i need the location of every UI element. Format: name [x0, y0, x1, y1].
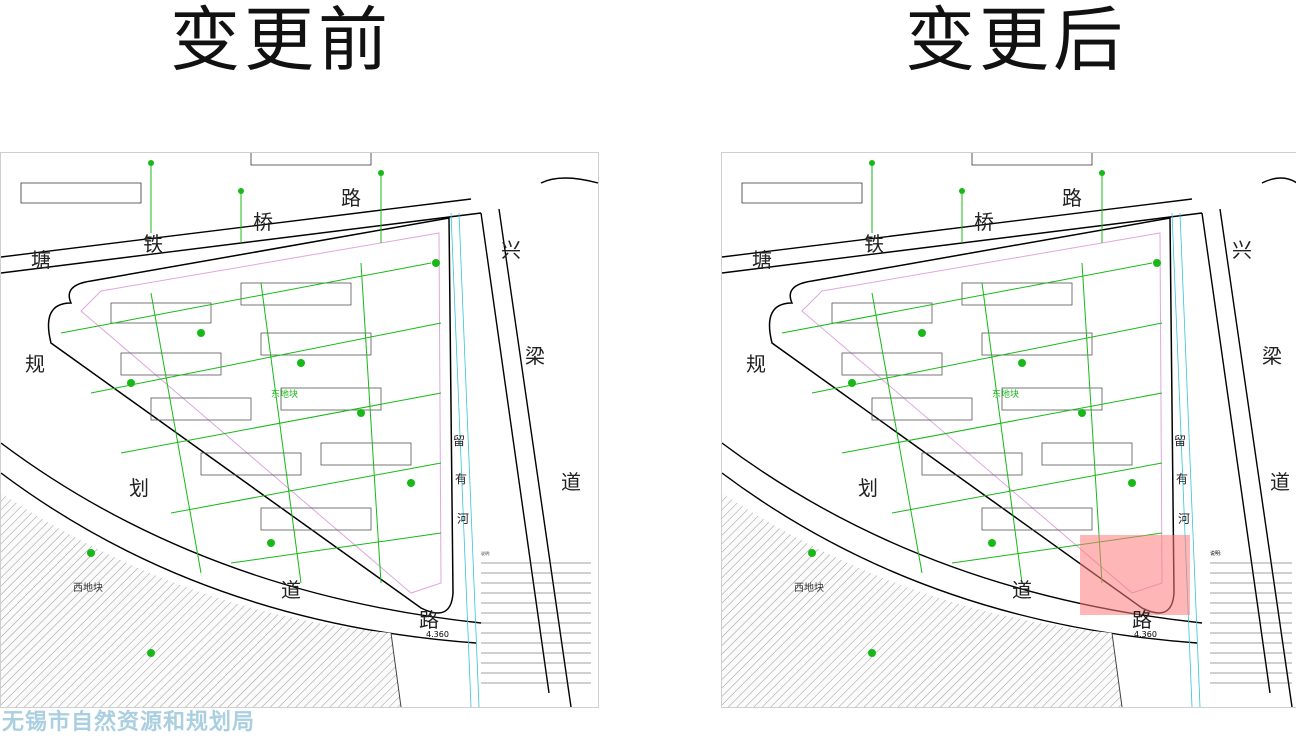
site-plan-before: 塘 铁 桥 路 兴 梁 道 规 划 道 路 留 有 河 西地块 东地块 4.36… — [0, 152, 599, 708]
road-label-6: 梁 — [525, 344, 545, 368]
road-label-7: 道 — [1270, 470, 1290, 494]
road-label-2: 铁 — [864, 232, 884, 256]
plot-label-west: 西地块 — [73, 581, 103, 594]
road-label-9: 划 — [129, 476, 149, 500]
road-label-3: 桥 — [253, 210, 273, 234]
road-label-14: 河 — [457, 512, 469, 526]
change-highlight — [1080, 535, 1190, 615]
road-label-4: 路 — [1062, 186, 1082, 210]
road-label-7: 道 — [561, 470, 581, 494]
road-label-12: 留 — [1174, 434, 1186, 448]
road-label-13: 有 — [455, 472, 467, 486]
road-label-8: 规 — [25, 352, 45, 376]
road-label-13: 有 — [1176, 472, 1188, 486]
plot-label-east: 东地块 — [271, 388, 298, 400]
road-label-2: 铁 — [143, 232, 163, 256]
road-label-5: 兴 — [1232, 238, 1252, 262]
road-label-1: 塘 — [31, 248, 51, 272]
site-plan-after: 塘 铁 桥 路 兴 梁 道 规 划 道 路 留 有 河 西地块 东地块 4.36… — [721, 152, 1296, 708]
road-label-9: 划 — [858, 476, 878, 500]
road-label-5: 兴 — [501, 238, 521, 262]
notes-heading: 说明: — [1210, 550, 1222, 557]
watermark: 无锡市自然资源和规划局 — [2, 709, 256, 735]
plot-label-east: 东地块 — [992, 388, 1019, 400]
plot-label-west: 西地块 — [794, 581, 824, 594]
road-label-14: 河 — [1178, 512, 1190, 526]
road-label-6: 梁 — [1262, 344, 1282, 368]
road-label-8: 规 — [746, 352, 766, 376]
road-label-1: 塘 — [752, 248, 772, 272]
road-label-10: 道 — [1012, 578, 1032, 602]
elevation-label: 4.360 — [1134, 630, 1157, 639]
notes-heading: 说明: — [481, 550, 490, 556]
road-label-12: 留 — [453, 434, 465, 448]
road-label-10: 道 — [281, 578, 301, 602]
road-label-11: 路 — [419, 608, 439, 632]
elevation-label: 4.360 — [426, 630, 449, 639]
road-label-3: 桥 — [974, 210, 994, 234]
road-label-4: 路 — [341, 186, 361, 210]
title-after: 变更后 — [905, 0, 1127, 81]
road-label-11: 路 — [1132, 608, 1152, 632]
title-before: 变更前 — [170, 0, 392, 81]
